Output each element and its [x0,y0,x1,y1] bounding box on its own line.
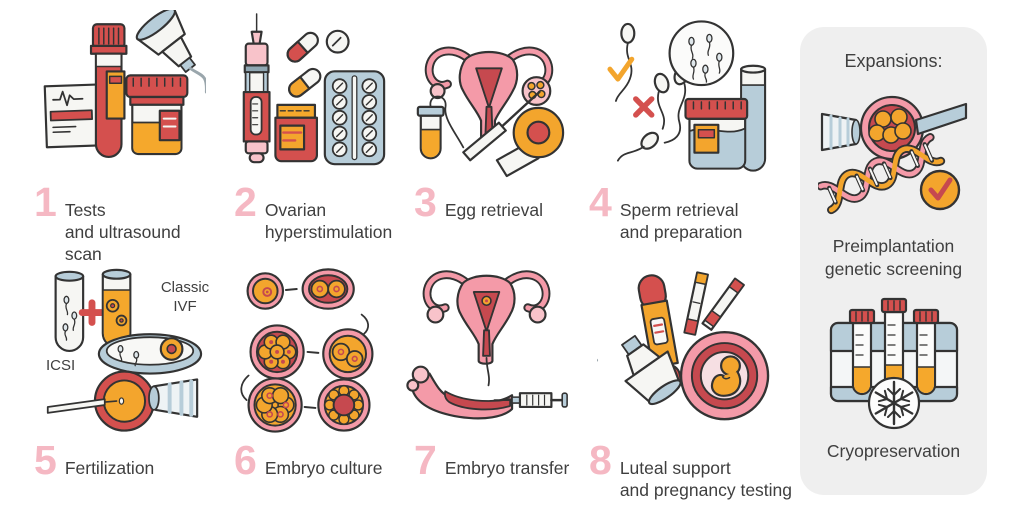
step-number: 2 [234,179,257,225]
step-number: 8 [589,437,612,483]
icsi-annotation: ICSI [46,357,76,374]
classic-ivf-annotation: Classic IVF [160,279,210,315]
step-label: Egg retrieval [444,200,544,220]
genetic-screening-label: Preimplantation genetic screening [824,236,963,279]
sperm-preparation-icon [575,8,795,184]
egg-retrieval-icon [400,8,575,184]
step-number: 3 [414,179,437,225]
cryopreservation-label: Cryopreservation [826,441,961,461]
step-label: Luteal support and pregnancy testing [619,458,793,500]
step-caption: 8 Luteal support and pregnancy testing [575,437,795,501]
step-caption: 7 Embryo transfer [400,437,575,483]
step-hyperstimulation: 2 Ovarian hyperstimulation [220,8,400,254]
step-caption: 1 Tests and ultrasound scan [20,179,220,265]
step-number: 1 [34,179,57,225]
step-embryo-transfer: 7 Embryo transfer [400,254,575,512]
genetic-screening-icon [815,74,970,235]
step-label: Fertilization [64,458,155,478]
step-number: 4 [589,179,612,225]
expansions-title: Expansions: [844,51,943,71]
step-sperm: 4 Sperm retrieval and preparation [575,8,795,254]
fertilization-icon: Classic IVF ICSI [20,254,220,442]
medication-icon [220,8,400,184]
step-caption: 5 Fertilization [20,437,220,483]
step-label: Tests and ultrasound scan [64,200,181,264]
step-fertilization: Classic IVF ICSI 5 Fertilization [20,254,220,512]
step-number: 6 [234,437,257,483]
step-caption: 6 Embryo culture [220,437,400,483]
cryopreservation-icon [818,283,970,440]
ivf-steps-grid: 1 Tests and ultrasound scan [20,8,795,508]
step-luteal-support: 8 Luteal support and pregnancy testing [575,254,795,512]
tests-ultrasound-icon [20,8,220,184]
step-egg-retrieval: 3 Egg retrieval [400,8,575,254]
embryo-culture-icon [220,254,400,442]
step-label: Embryo transfer [444,458,570,478]
step-label: Embryo culture [264,458,383,478]
expansions-panel: Expansions: [800,27,987,495]
step-caption: 4 Sperm retrieval and preparation [575,179,795,243]
embryo-transfer-icon [400,254,575,442]
step-embryo-culture: 6 Embryo culture [220,254,400,512]
step-caption: 3 Egg retrieval [400,179,575,225]
step-label: Ovarian hyperstimulation [264,200,393,242]
step-tests: 1 Tests and ultrasound scan [20,8,220,264]
step-caption: 2 Ovarian hyperstimulation [220,179,400,243]
step-number: 5 [34,437,57,483]
step-label: Sperm retrieval and preparation [619,200,743,242]
step-number: 7 [414,437,437,483]
pregnancy-testing-icon [575,254,795,442]
